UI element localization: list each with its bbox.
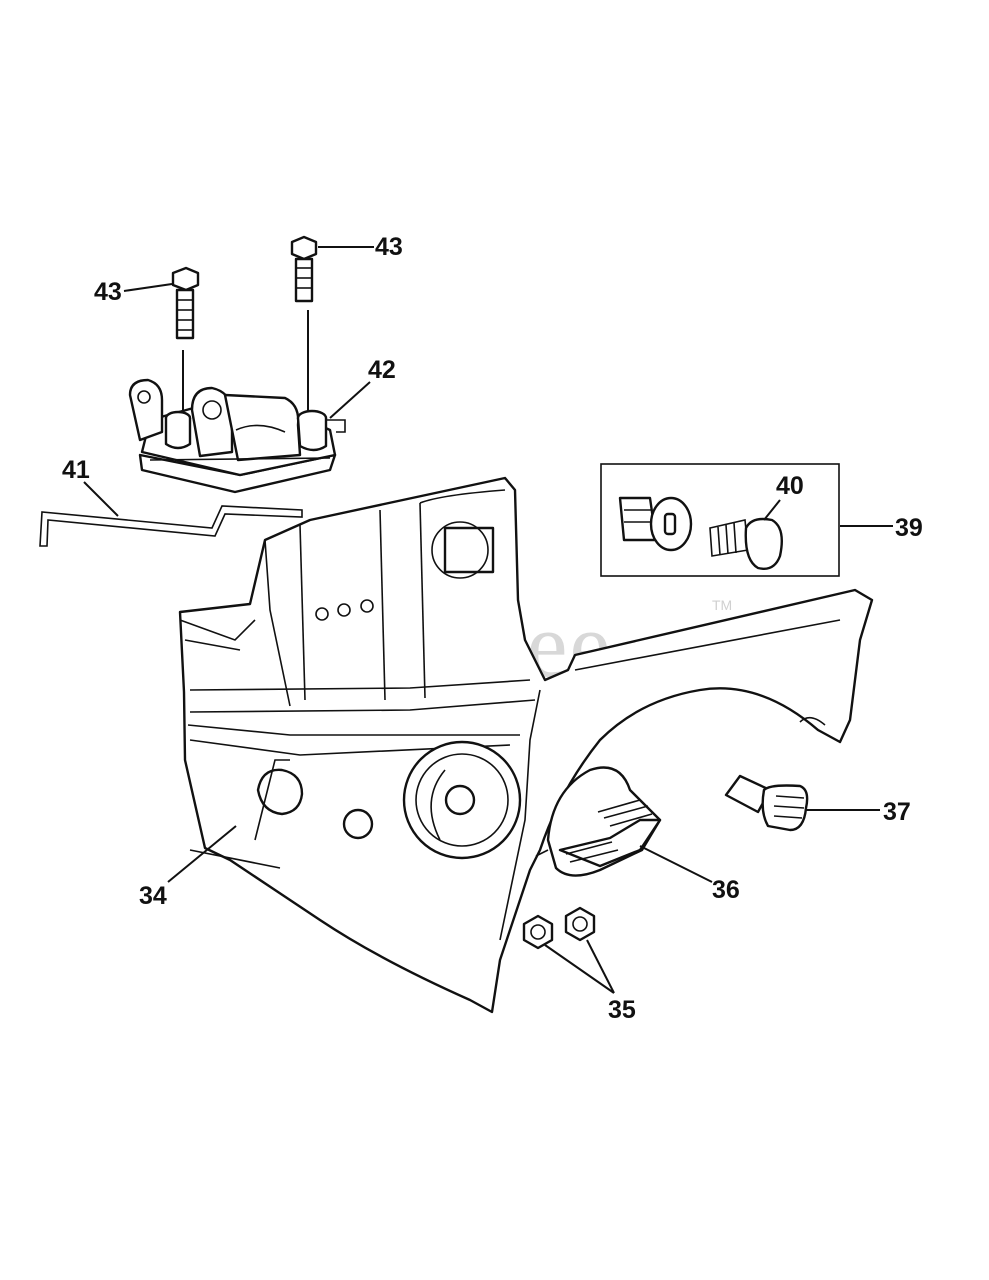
rod-part-41[interactable]	[39, 505, 303, 547]
callout-36: 36	[712, 876, 740, 904]
chute-control-part-36[interactable]	[535, 766, 662, 877]
callouts: 43 43 42 41 40 39 37 36 34 35	[62, 233, 923, 1024]
callout-41: 41	[62, 456, 90, 484]
leader-lines	[83, 246, 893, 994]
callout-40: 40	[776, 472, 804, 500]
bracket-part-42[interactable]	[128, 378, 346, 494]
callout-42: 42	[368, 356, 396, 384]
watermark-trademark: TM	[712, 597, 732, 613]
key-part-37[interactable]	[724, 774, 809, 832]
callout-43-right: 43	[375, 233, 403, 261]
callout-43-left: 43	[94, 278, 122, 306]
callout-34: 34	[139, 882, 167, 910]
bolt-left-part-43[interactable]	[171, 266, 200, 430]
bolt-right-part-43[interactable]	[290, 235, 318, 422]
kit-box	[600, 463, 840, 577]
nut-right-part-35[interactable]	[564, 906, 596, 942]
nut-left-part-35[interactable]	[522, 914, 554, 950]
callout-39: 39	[895, 514, 923, 542]
callout-37: 37	[883, 798, 911, 826]
ignition-kit-part-39[interactable]	[600, 463, 840, 577]
callout-35: 35	[608, 996, 636, 1024]
